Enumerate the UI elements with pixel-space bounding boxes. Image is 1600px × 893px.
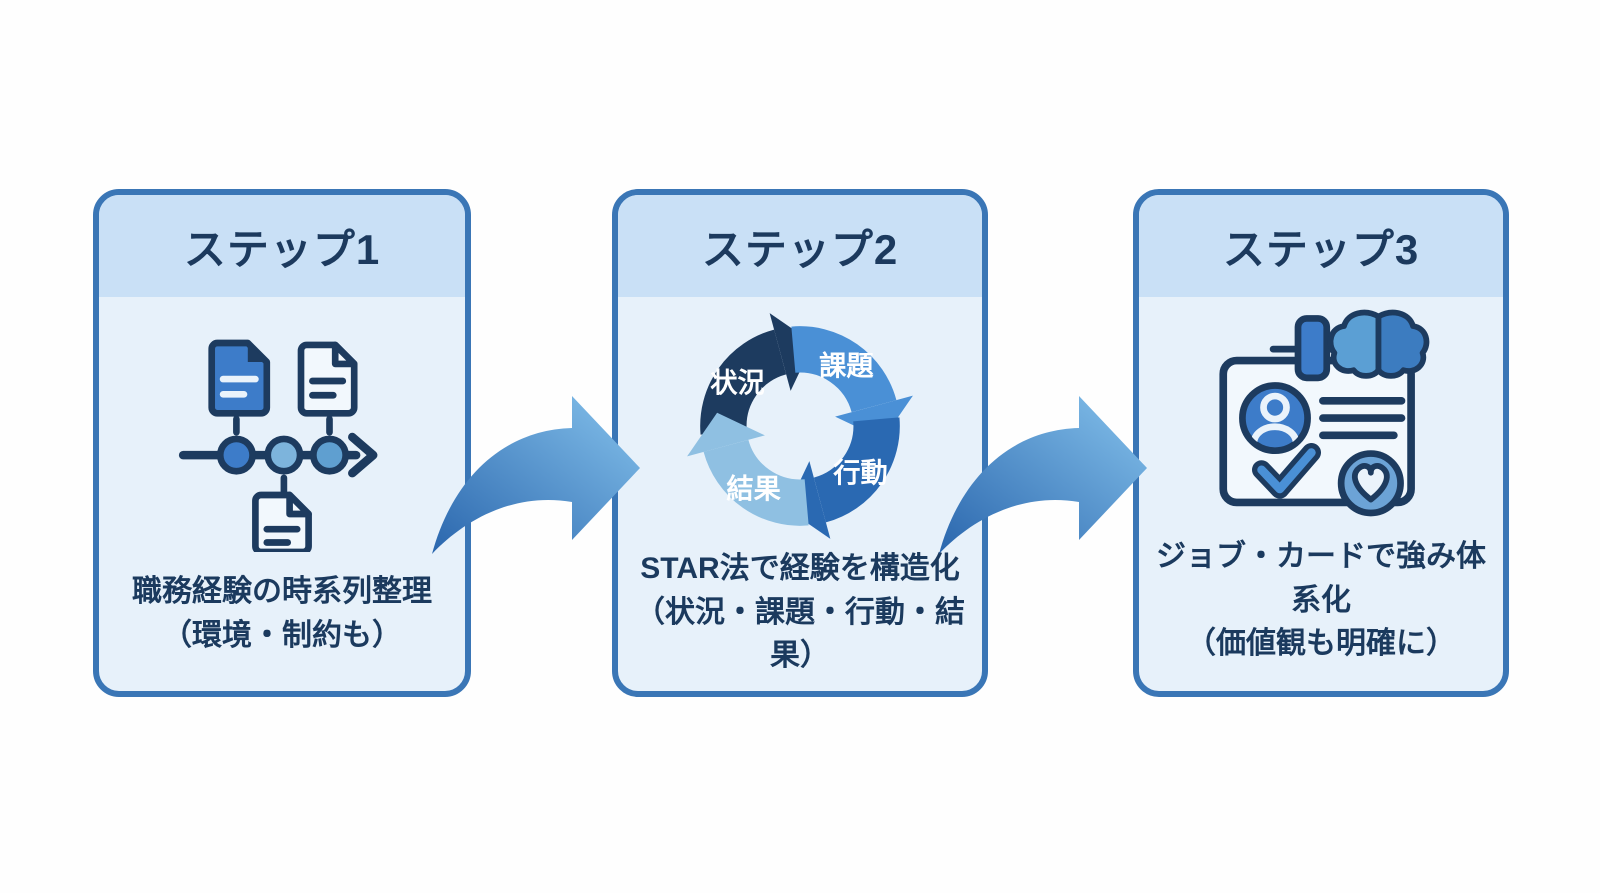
step-card-1: ステップ1	[93, 189, 471, 697]
step-1-description-line2: （環境・制約も）	[162, 618, 402, 652]
cycle-label-task: 課題	[819, 350, 874, 381]
step-3-header: ステップ3	[1139, 195, 1503, 297]
cycle-label-result: 結果	[726, 473, 781, 504]
brain-icon	[1327, 309, 1430, 379]
heart-icon	[1337, 450, 1404, 517]
step-3-description: ジョブ・カードで強み体系化 （価値観も明確に）	[1139, 535, 1503, 691]
step-2-description-line1: STAR法で経験を構造化	[640, 552, 960, 585]
step-card-3: ステップ3	[1133, 189, 1509, 697]
step-2-icon-area: 状況 課題 行動 結果	[618, 297, 982, 547]
step-1-icon-area	[99, 297, 465, 570]
cycle-label-situation: 状況	[710, 367, 764, 398]
step-2-title: ステップ2	[701, 225, 899, 273]
step-3-description-line2: （価値観も明確に）	[1186, 627, 1456, 660]
cycle-segment-task	[791, 326, 913, 440]
job-card-icon	[1219, 309, 1430, 517]
timeline-documents-icon	[178, 339, 378, 552]
checkmark-icon	[1252, 443, 1321, 499]
step-2-header: ステップ2	[618, 195, 982, 297]
cycle-segment-action	[786, 417, 900, 539]
cycle-label-action: 行動	[832, 457, 887, 488]
step-1-description: 職務経験の時系列整理 （環境・制約も）	[99, 570, 465, 691]
step-1-header: ステップ1	[99, 195, 465, 297]
step-1-description-line1: 職務経験の時系列整理	[132, 575, 432, 608]
arrow-step2-to-step3	[939, 396, 1147, 554]
avatar-icon	[1239, 382, 1311, 455]
step-2-description: STAR法で経験を構造化 （状況・課題・行動・結果）	[618, 547, 982, 691]
step-3-title: ステップ3	[1222, 225, 1420, 273]
step-3-description-line1: ジョブ・カードで強み体系化	[1156, 540, 1486, 617]
step-3-icon-area	[1139, 297, 1503, 535]
step-card-2: ステップ2	[612, 189, 988, 697]
step-2-description-line2: （状況・課題・行動・結果）	[635, 595, 965, 673]
star-cycle-icon: 状況 課題 行動 結果	[687, 313, 913, 539]
arrow-step1-to-step2	[432, 396, 640, 554]
cycle-segment-result	[687, 412, 809, 526]
step-1-title: ステップ1	[183, 225, 381, 273]
